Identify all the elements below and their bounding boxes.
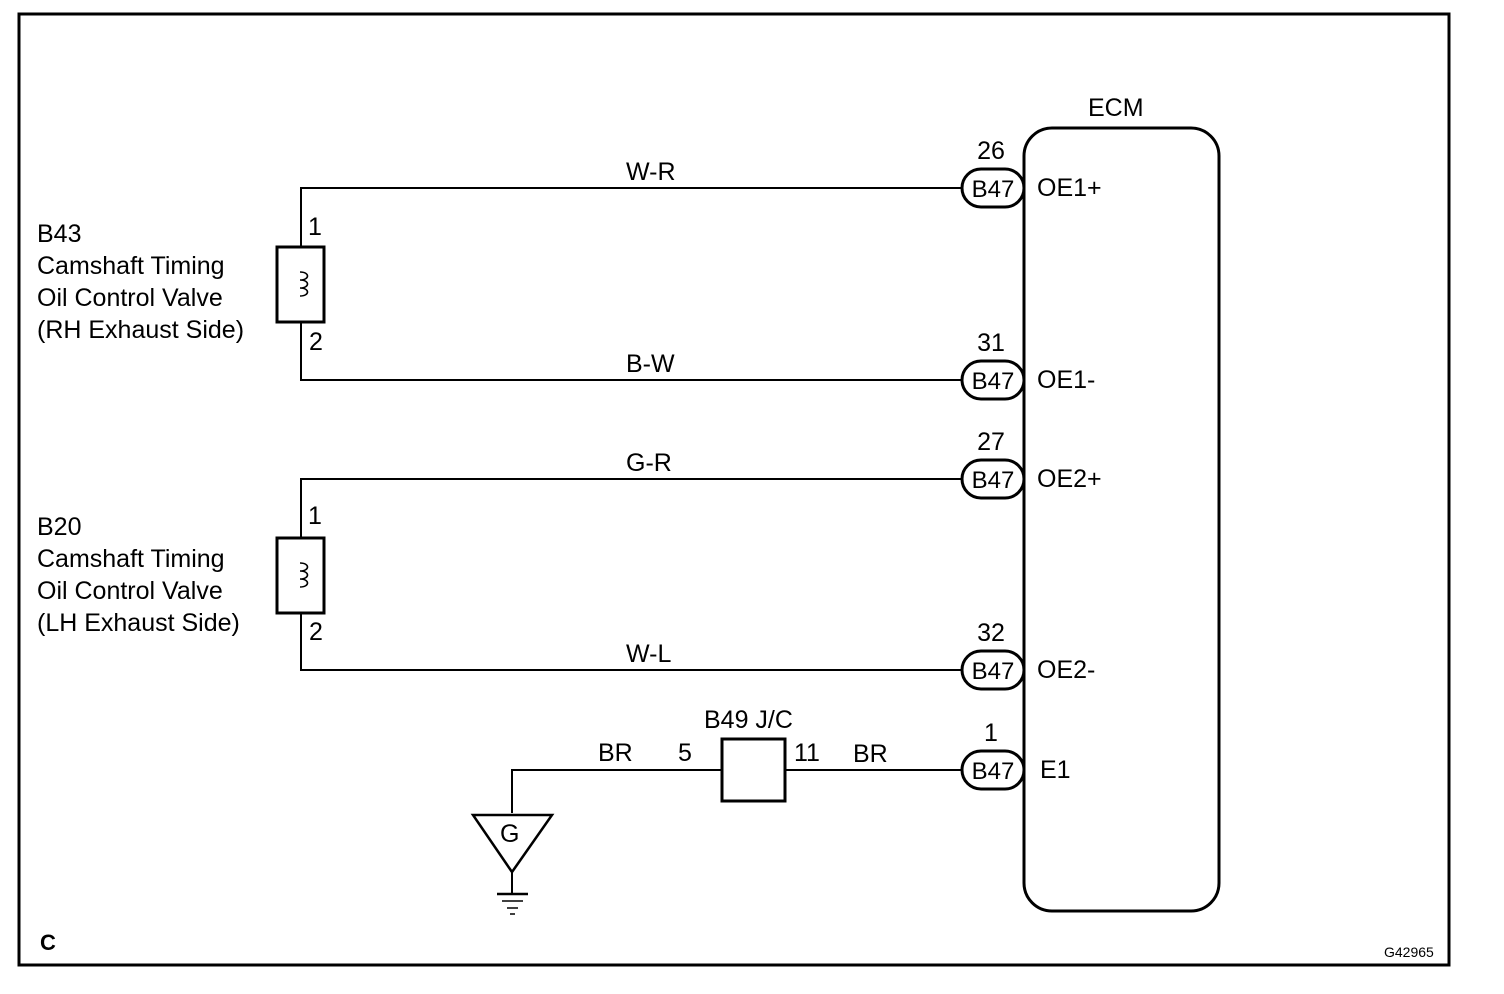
ground-symbol-icon bbox=[497, 892, 528, 915]
terminal-name: E1 bbox=[1040, 756, 1071, 784]
figure-id: G42965 bbox=[1384, 944, 1434, 960]
ground-triangle bbox=[470, 813, 555, 875]
junction-pin-right: 11 bbox=[794, 739, 820, 767]
coil-icon bbox=[299, 271, 309, 297]
b43-desc-line-2: Oil Control Valve bbox=[37, 284, 223, 312]
connector-label: B47 bbox=[972, 368, 1015, 395]
b20-camshaft-valve: 1 2 B20 Camshaft Timing Oil Control Valv… bbox=[37, 478, 962, 671]
wire-g-r bbox=[300, 478, 962, 538]
wire-w-l bbox=[300, 612, 962, 671]
b20-desc-line-1: Camshaft Timing bbox=[37, 545, 225, 573]
connection-4: B47 1E1 BR bbox=[853, 719, 1071, 791]
b43-id: B43 bbox=[37, 220, 81, 248]
wire-color-label: W-R bbox=[626, 158, 676, 186]
junction-box bbox=[720, 737, 787, 803]
b20-pin-2: 2 bbox=[309, 618, 323, 646]
b20-valve-box bbox=[275, 536, 326, 615]
wire-color-label: B-W bbox=[626, 350, 675, 378]
b20-desc-line-3: (LH Exhaust Side) bbox=[37, 609, 240, 637]
pin-number: 31 bbox=[977, 329, 1005, 357]
wire-color-br-left: BR bbox=[598, 739, 633, 767]
connector-pill bbox=[960, 458, 1026, 500]
b43-pin-2: 2 bbox=[309, 328, 323, 356]
pin-number: 26 bbox=[977, 137, 1005, 165]
ground-label: G bbox=[500, 820, 519, 848]
coil-icon bbox=[299, 562, 309, 588]
wire-color-label: BR bbox=[853, 740, 888, 768]
junction-pin-left: 5 bbox=[678, 739, 692, 767]
b43-camshaft-valve: 1 2 B43 Camshaft Timing Oil Control Valv… bbox=[37, 187, 962, 381]
connector-pill bbox=[960, 749, 1026, 791]
b20-id: B20 bbox=[37, 513, 81, 541]
junction-label: B49 J/C bbox=[704, 706, 793, 734]
connector-pill bbox=[960, 359, 1026, 401]
terminal-name: OE1- bbox=[1037, 366, 1095, 394]
b43-pin-1: 1 bbox=[308, 213, 322, 241]
b43-desc-line-3: (RH Exhaust Side) bbox=[37, 316, 244, 344]
connector-label: B47 bbox=[972, 658, 1015, 685]
ecm-label: ECM bbox=[1088, 94, 1144, 122]
wire-br-left bbox=[511, 769, 722, 813]
b20-desc-line-2: Oil Control Valve bbox=[37, 577, 223, 605]
connector-label: B47 bbox=[972, 467, 1015, 494]
b43-desc-line-1: Camshaft Timing bbox=[37, 252, 225, 280]
terminal-name: OE2- bbox=[1037, 656, 1095, 684]
connector-label: B47 bbox=[972, 176, 1015, 203]
connector-pill bbox=[960, 649, 1026, 691]
b43-valve-box bbox=[275, 245, 326, 324]
ecm-box bbox=[1022, 126, 1221, 913]
diagram-frame bbox=[17, 12, 1451, 967]
pin-number: 1 bbox=[984, 719, 998, 747]
connector-pill bbox=[960, 167, 1026, 209]
wire-color-label: G-R bbox=[626, 449, 672, 477]
connector-label: B47 bbox=[972, 758, 1015, 785]
terminal-name: OE2+ bbox=[1037, 465, 1102, 493]
b20-pin-1: 1 bbox=[308, 502, 322, 530]
ground-circuit: B49 J/C 5 11 BR G bbox=[470, 706, 962, 915]
pin-number: 32 bbox=[977, 619, 1005, 647]
wire-color-label: W-L bbox=[626, 640, 671, 668]
terminal-name: OE1+ bbox=[1037, 174, 1102, 202]
wire-w-r bbox=[300, 187, 962, 322]
corner-label: C bbox=[40, 930, 56, 955]
pin-number: 27 bbox=[977, 428, 1005, 456]
